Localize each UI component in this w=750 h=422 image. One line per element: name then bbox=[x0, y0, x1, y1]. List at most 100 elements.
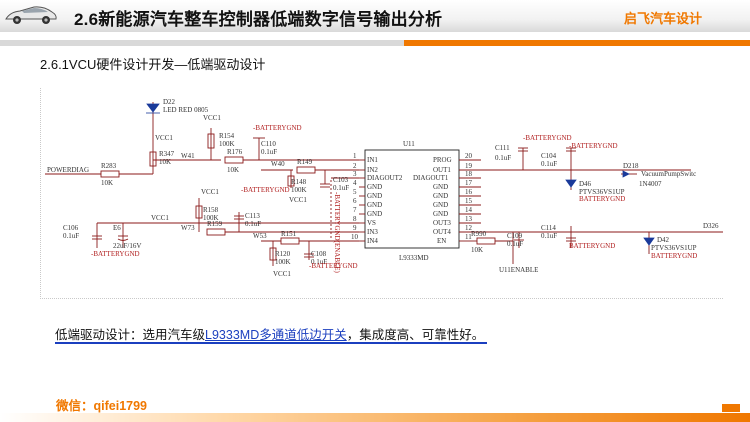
svg-text:6: 6 bbox=[353, 197, 357, 205]
svg-text:5: 5 bbox=[353, 188, 357, 196]
design-description: 低端驱动设计：选用汽车级L9333MD多通道低边开关，集成度高、可靠性好。 bbox=[55, 324, 484, 343]
svg-text:PROG: PROG bbox=[433, 156, 452, 164]
svg-text:BATTERYGND: BATTERYGND bbox=[569, 242, 615, 250]
svg-text:2: 2 bbox=[353, 162, 357, 170]
svg-text:22uF/16V: 22uF/16V bbox=[113, 242, 141, 250]
svg-text:IN2: IN2 bbox=[367, 166, 378, 174]
svg-text:VCC1: VCC1 bbox=[203, 114, 221, 122]
svg-text:9: 9 bbox=[353, 224, 357, 232]
svg-text:DIAGOUT1: DIAGOUT1 bbox=[413, 174, 449, 182]
svg-text:0.1uF: 0.1uF bbox=[245, 220, 261, 228]
ic-pin-labels: IN1 IN2 DIAGOUT2 GND GND GND GND VS IN3 … bbox=[351, 152, 473, 245]
svg-text:PTVS36VS1UP: PTVS36VS1UP bbox=[579, 188, 625, 196]
svg-text:16: 16 bbox=[465, 188, 473, 196]
svg-text:GND: GND bbox=[367, 210, 382, 218]
svg-text:0.1uF: 0.1uF bbox=[311, 258, 327, 266]
svg-text:U11: U11 bbox=[403, 140, 415, 148]
svg-text:E6: E6 bbox=[113, 224, 121, 232]
svg-text:C108: C108 bbox=[311, 250, 327, 258]
svg-text:GND: GND bbox=[433, 192, 448, 200]
svg-text:10: 10 bbox=[351, 233, 359, 241]
svg-text:R148: R148 bbox=[291, 178, 307, 186]
svg-text:1N4007: 1N4007 bbox=[639, 180, 662, 188]
section-subtitle: 2.6.1VCU硬件设计开发—低端驱动设计 bbox=[40, 57, 266, 72]
svg-text:0.1uF: 0.1uF bbox=[495, 154, 511, 162]
svg-text:11: 11 bbox=[465, 233, 472, 241]
svg-text:POWERDIAG: POWERDIAG bbox=[47, 166, 89, 174]
svg-text:14: 14 bbox=[465, 206, 473, 214]
svg-text:10K: 10K bbox=[471, 246, 483, 254]
svg-text:D326: D326 bbox=[703, 222, 719, 230]
svg-text:D46: D46 bbox=[579, 180, 592, 188]
svg-text:-BATTERYGND: -BATTERYGND bbox=[309, 262, 358, 270]
svg-text:8: 8 bbox=[353, 215, 357, 223]
footer-gradient-bar bbox=[0, 413, 750, 422]
svg-text:19: 19 bbox=[465, 162, 473, 170]
svg-text:LED RED 0805: LED RED 0805 bbox=[163, 106, 209, 114]
svg-text:R347: R347 bbox=[159, 150, 175, 158]
svg-text:0.1uF: 0.1uF bbox=[63, 232, 79, 240]
svg-text:D22: D22 bbox=[163, 98, 176, 106]
svg-text:U11ENABLE: U11ENABLE bbox=[499, 266, 538, 274]
svg-text:R990: R990 bbox=[471, 230, 487, 238]
svg-text:VCC1: VCC1 bbox=[201, 188, 219, 196]
svg-text:R151: R151 bbox=[281, 230, 297, 238]
page-marker bbox=[722, 404, 740, 412]
part-link[interactable]: L9333MD多通道低边开关 bbox=[205, 328, 347, 342]
svg-text:-BATTERYGND: -BATTERYGND bbox=[523, 134, 572, 142]
svg-text:0.1uF: 0.1uF bbox=[261, 148, 277, 156]
schematic-svg: IN1 IN2 DIAGOUT2 GND GND GND GND VS IN3 … bbox=[45, 98, 723, 278]
svg-text:20: 20 bbox=[465, 152, 473, 160]
header-divider-orange bbox=[404, 40, 750, 46]
svg-text:R158: R158 bbox=[203, 206, 219, 214]
svg-text:GND: GND bbox=[433, 183, 448, 191]
svg-text:1: 1 bbox=[353, 152, 357, 160]
description-prefix: 低端驱动设计：选用汽车级 bbox=[55, 328, 206, 342]
svg-text:C106: C106 bbox=[63, 224, 79, 232]
svg-text:GND: GND bbox=[367, 183, 382, 191]
component-labels: U11 L9333MD D22 LED RED 0805 VCC1 R347 1… bbox=[47, 98, 719, 278]
svg-text:W40: W40 bbox=[271, 160, 285, 168]
svg-text:10K: 10K bbox=[159, 158, 171, 166]
svg-text:C111: C111 bbox=[495, 144, 510, 152]
svg-text:0.1uF: 0.1uF bbox=[541, 232, 557, 240]
svg-text:EN: EN bbox=[437, 237, 446, 245]
svg-text:GND: GND bbox=[367, 201, 382, 209]
svg-text:R154: R154 bbox=[219, 132, 235, 140]
svg-text:VS: VS bbox=[367, 219, 376, 227]
svg-text:3: 3 bbox=[353, 170, 357, 178]
svg-text:VCC1: VCC1 bbox=[289, 196, 307, 204]
svg-text:R120: R120 bbox=[275, 250, 291, 258]
svg-text:18: 18 bbox=[465, 170, 473, 178]
svg-text:R149: R149 bbox=[297, 158, 313, 166]
svg-text:DIAGOUT2: DIAGOUT2 bbox=[367, 174, 403, 182]
page-title: 2.6新能源汽车整车控制器低端数字信号输出分析 bbox=[74, 10, 443, 29]
svg-text:R159: R159 bbox=[207, 220, 223, 228]
svg-text:10K: 10K bbox=[101, 179, 113, 187]
svg-text:17: 17 bbox=[465, 179, 473, 187]
svg-text:-BATTERYGND: -BATTERYGND bbox=[241, 186, 290, 194]
svg-text:-BATTERYGND: -BATTERYGND bbox=[253, 124, 302, 132]
svg-text:C110: C110 bbox=[261, 140, 276, 148]
svg-text:OUT1: OUT1 bbox=[433, 166, 451, 174]
schematic-diagram: IN1 IN2 DIAGOUT2 GND GND GND GND VS IN3 … bbox=[40, 88, 723, 299]
svg-text:-BATTERYGND: -BATTERYGND bbox=[569, 142, 618, 150]
svg-text:VCC1: VCC1 bbox=[151, 214, 169, 222]
svg-text:IN3: IN3 bbox=[367, 228, 378, 236]
svg-text:100K: 100K bbox=[291, 186, 307, 194]
svg-text:PTVS36VS1UP: PTVS36VS1UP bbox=[651, 244, 697, 252]
svg-text:7: 7 bbox=[353, 206, 357, 214]
svg-text:0.1uF: 0.1uF bbox=[541, 160, 557, 168]
header-divider-gray bbox=[0, 40, 404, 46]
svg-text:VacuumPumpSwitc: VacuumPumpSwitc bbox=[641, 170, 696, 178]
svg-text:D218: D218 bbox=[623, 162, 639, 170]
svg-text:GND: GND bbox=[367, 192, 382, 200]
svg-text:0.1uF: 0.1uF bbox=[507, 240, 523, 248]
svg-text:L9333MD: L9333MD bbox=[399, 254, 429, 262]
svg-text:C113: C113 bbox=[245, 212, 260, 220]
brand-name: 启飞汽车设计 bbox=[624, 11, 703, 26]
svg-text:15: 15 bbox=[465, 197, 473, 205]
svg-text:IN4: IN4 bbox=[367, 237, 378, 245]
svg-text:R283: R283 bbox=[101, 162, 117, 170]
svg-text:GND: GND bbox=[433, 210, 448, 218]
